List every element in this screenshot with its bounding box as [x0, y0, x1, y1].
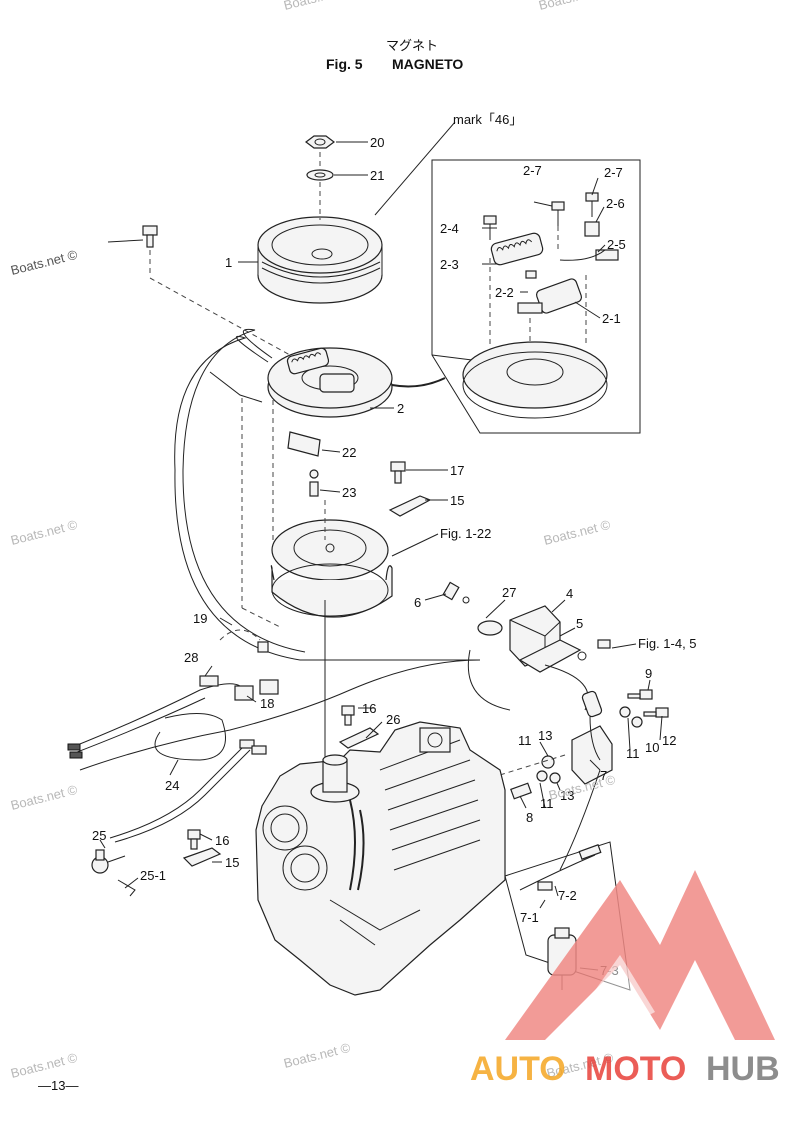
part-label-7-2: 7-2: [558, 888, 577, 903]
part-label-2-7-right: 2-7: [604, 165, 623, 180]
part-label-19: 19: [193, 611, 207, 626]
part-label-2: 2: [397, 401, 404, 416]
coil-bolt-12: [643, 707, 669, 718]
retaining-plate-middle: [338, 727, 380, 749]
wire-harness: [67, 659, 481, 843]
part-label-2-4: 2-4: [440, 221, 459, 236]
part-label-27: 27: [502, 585, 516, 600]
part-label-11-right: 11: [626, 746, 640, 761]
neutral-switch: [91, 849, 136, 897]
ignition-coil: [559, 690, 613, 871]
part-label-18: 18: [260, 696, 274, 711]
part-label-24: 24: [165, 778, 179, 793]
magneto-support-plate: [270, 519, 393, 618]
part-label-8: 8: [526, 810, 533, 825]
watermark-boats-net: Boats.net ©: [9, 782, 79, 813]
ground-clip: [477, 620, 503, 636]
part-label-13-lower: 13: [560, 788, 574, 803]
watermark-boats-net: Boats.net ©: [9, 247, 79, 278]
part-label-1: 1: [225, 255, 232, 270]
part-label-16-lower: 16: [215, 833, 229, 848]
part-label-25: 25: [92, 828, 106, 843]
part-label-13-upper: 13: [538, 728, 552, 743]
pulser-coil-inset: [517, 278, 583, 314]
part-label-15-lower: 15: [225, 855, 239, 870]
part-label-26: 26: [386, 712, 400, 727]
stator-bracket: [287, 431, 321, 457]
part-label-2-7-left: 2-7: [523, 163, 542, 178]
part-label-22: 22: [342, 445, 356, 460]
watermark-boats-net: Boats.net ©: [282, 0, 352, 13]
part-label-7-1: 7-1: [520, 910, 539, 925]
part-label-12: 12: [662, 733, 676, 748]
part-label-15-upper: 15: [450, 493, 464, 508]
part-label-5: 5: [576, 616, 583, 631]
part-label-2-3: 2-3: [440, 257, 459, 272]
part-label-6: 6: [414, 595, 421, 610]
connector-28: [199, 675, 219, 687]
part-label-7: 7: [600, 768, 607, 783]
plate-screw-middle: [341, 705, 355, 726]
part-label-2-6: 2-6: [606, 196, 625, 211]
part-label-21: 21: [370, 168, 384, 183]
plate-screw-lower: [187, 829, 201, 850]
cylinder-block: [255, 721, 506, 996]
part-label-28: 28: [184, 650, 198, 665]
part-label-20: 20: [370, 135, 384, 150]
part-label-16-upper: 16: [362, 701, 376, 716]
cdi-mount-screw: [577, 639, 611, 661]
fig-1-4-5-reference: Fig. 1-4, 5: [638, 636, 697, 651]
watermark-boats-net: Boats.net ©: [9, 517, 79, 548]
part-label-2-1: 2-1: [602, 311, 621, 326]
flywheel: [257, 216, 383, 304]
cdi-bracket: [518, 639, 582, 673]
flywheel-nut: [305, 135, 335, 149]
part-label-9: 9: [645, 666, 652, 681]
part-label-2-2: 2-2: [495, 285, 514, 300]
washer-11-upper: [619, 706, 631, 718]
ground-wire-19: [219, 629, 269, 653]
stator-base-plate: [267, 347, 393, 418]
bracket-screw: [309, 469, 319, 497]
logo-auto: AUTO: [470, 1050, 566, 1088]
watermark-boats-net: Boats.net ©: [537, 0, 607, 13]
part-label-25-1: 25-1: [140, 868, 166, 883]
inset-detail: [431, 159, 641, 434]
washer-13-lower: [549, 772, 561, 784]
part-label-17: 17: [450, 463, 464, 478]
watermark-boats-net: Boats.net ©: [282, 1040, 352, 1071]
cdi-screw: [442, 581, 470, 604]
fig-number: Fig. 5: [326, 56, 363, 72]
flywheel-washer: [306, 169, 334, 181]
part-label-4: 4: [566, 586, 573, 601]
retaining-plate-upper: [388, 495, 432, 517]
flywheel-screw: [142, 225, 158, 248]
watermark-boats-net: Boats.net ©: [9, 1050, 79, 1081]
watermark-boats-net: Boats.net ©: [542, 517, 612, 548]
mark-reference: mark「46」: [453, 112, 522, 127]
part-label-10: 10: [645, 740, 659, 755]
logo-hub: HUB: [706, 1050, 780, 1088]
coil-bolt-9: [627, 689, 653, 700]
charge-coil-inset: [490, 232, 544, 266]
part-label-23: 23: [342, 485, 356, 500]
retaining-plate-lower: [182, 847, 222, 867]
page-number: —13—: [38, 1078, 78, 1093]
part-label-11-upper-left: 11: [518, 733, 532, 748]
logo-moto: MOTO: [585, 1050, 686, 1088]
automotohub-logo: AUTO MOTO HUB: [470, 870, 780, 1088]
part-label-11-lower: 11: [540, 796, 554, 811]
part-label-2-5: 2-5: [607, 237, 626, 252]
japanese-title: マグネト: [386, 39, 438, 54]
washer-10: [631, 716, 643, 728]
fig-1-22-reference: Fig. 1-22: [440, 526, 491, 541]
plate-screw-upper: [390, 461, 406, 484]
collar-8: [510, 782, 532, 800]
diagram-title: MAGNETO: [392, 56, 463, 72]
washer-11-left: [536, 770, 548, 782]
